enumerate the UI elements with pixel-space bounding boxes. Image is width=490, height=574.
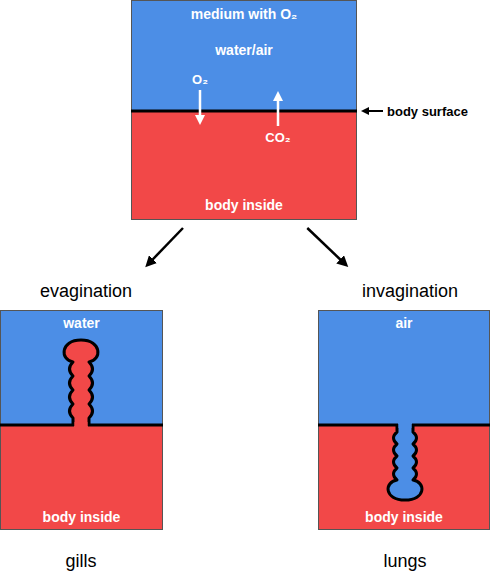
panel-outline — [132, 1, 357, 220]
body-surface-line — [0, 424, 74, 427]
region-label: water/air — [215, 42, 273, 58]
region-label: water — [63, 315, 100, 331]
panel-outline — [1, 311, 163, 530]
region-label: body inside — [205, 197, 283, 213]
body-band: body inside — [0, 425, 163, 530]
process-label: evagination — [40, 281, 132, 302]
gill-shape — [64, 340, 98, 426]
transition-arrow — [148, 228, 183, 264]
region-label: body inside — [365, 509, 443, 525]
air-band: air — [318, 310, 490, 425]
region-label: air — [395, 315, 412, 331]
process-label: invagination — [362, 281, 458, 302]
region-label: body inside — [43, 509, 121, 525]
gas-label: O₂ — [192, 72, 208, 87]
carbon-dioxide-arrow — [277, 96, 280, 126]
body-surface-line — [88, 424, 163, 427]
body-band: body inside — [131, 111, 357, 220]
pointer-arrow — [365, 110, 383, 112]
surface-label: body surface — [387, 104, 468, 119]
organ-label: lungs — [383, 551, 426, 572]
body-surface-line — [131, 110, 357, 113]
body-surface-line — [412, 424, 490, 427]
gas-label: CO₂ — [265, 130, 290, 145]
lung-shape — [388, 424, 422, 500]
panel-outline — [319, 311, 490, 530]
transition-arrow — [307, 228, 345, 264]
organ-label: gills — [65, 551, 96, 572]
gill-base — [75, 422, 88, 430]
lung-opening — [399, 420, 412, 428]
medium-band: medium with O₂ water/air — [131, 0, 357, 111]
oxygen-arrow — [199, 90, 202, 120]
region-label: medium with O₂ — [191, 6, 298, 22]
body-surface-line — [318, 424, 398, 427]
